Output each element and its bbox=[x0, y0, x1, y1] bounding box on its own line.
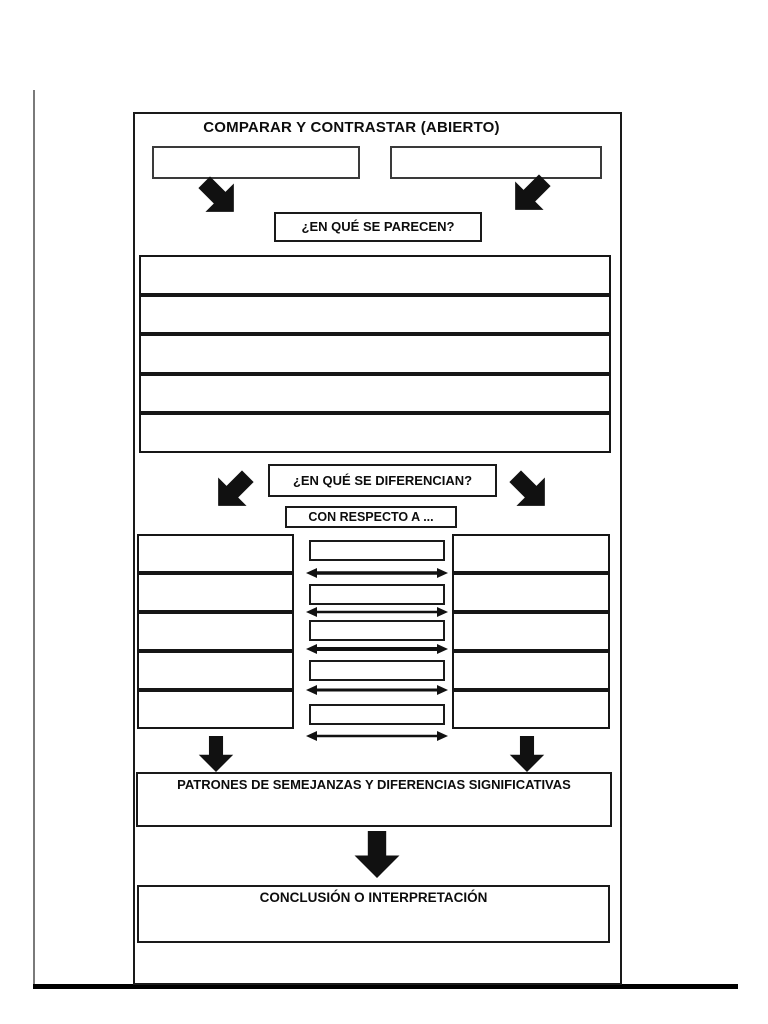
down-right-arrow-icon bbox=[500, 461, 561, 522]
down-right-arrow-icon bbox=[189, 167, 250, 228]
page-margin-line bbox=[33, 90, 35, 984]
differences-right-column bbox=[452, 534, 610, 729]
down-left-arrow-icon bbox=[500, 165, 561, 226]
double-arrow-icon bbox=[306, 606, 448, 618]
difference-left-row bbox=[137, 573, 294, 612]
double-arrow-icon bbox=[306, 730, 448, 742]
double-arrow-icon bbox=[306, 643, 448, 655]
similarities-question-box: ¿EN QUÉ SE PARECEN? bbox=[274, 212, 482, 242]
difference-right-row bbox=[452, 690, 610, 729]
patterns-box: PATRONES DE SEMEJANZAS Y DIFERENCIAS SIG… bbox=[136, 772, 612, 827]
criterion-box bbox=[309, 620, 445, 641]
similarity-row bbox=[139, 413, 611, 453]
criterion-box bbox=[309, 704, 445, 725]
respect-to-box: CON RESPECTO A ... bbox=[285, 506, 457, 528]
concept-box-right bbox=[390, 146, 602, 179]
differences-left-column bbox=[137, 534, 294, 729]
difference-right-row bbox=[452, 612, 610, 651]
similarity-row bbox=[139, 294, 611, 335]
down-arrow-icon bbox=[505, 736, 549, 772]
difference-left-row bbox=[137, 651, 294, 690]
concept-box-left bbox=[152, 146, 360, 179]
similarity-row bbox=[139, 334, 611, 374]
similarities-rows bbox=[139, 255, 611, 453]
criterion-box bbox=[309, 660, 445, 681]
double-arrow-icon bbox=[306, 684, 448, 696]
difference-right-row bbox=[452, 534, 610, 573]
down-left-arrow-icon bbox=[203, 461, 264, 522]
similarity-row bbox=[139, 373, 611, 414]
diagram-title: COMPARAR Y CONTRASTAR (ABIERTO) bbox=[203, 119, 500, 136]
criterion-box bbox=[309, 540, 445, 561]
difference-left-row bbox=[137, 534, 294, 573]
double-arrow-icon bbox=[306, 567, 448, 579]
patterns-label: PATRONES DE SEMEJANZAS Y DIFERENCIAS SIG… bbox=[177, 777, 571, 792]
difference-right-row bbox=[452, 651, 610, 690]
criterion-box bbox=[309, 584, 445, 605]
difference-left-row bbox=[137, 612, 294, 651]
difference-right-row bbox=[452, 573, 610, 612]
differences-question-box: ¿EN QUÉ SE DIFERENCIAN? bbox=[268, 464, 497, 497]
page-bottom-rule bbox=[33, 984, 738, 989]
similarity-row bbox=[139, 255, 611, 295]
down-arrow-icon bbox=[194, 736, 238, 772]
conclusion-label: CONCLUSIÓN O INTERPRETACIÓN bbox=[259, 890, 488, 905]
down-arrow-icon bbox=[352, 831, 402, 878]
conclusion-box: CONCLUSIÓN O INTERPRETACIÓN bbox=[137, 885, 610, 943]
difference-left-row bbox=[137, 690, 294, 729]
